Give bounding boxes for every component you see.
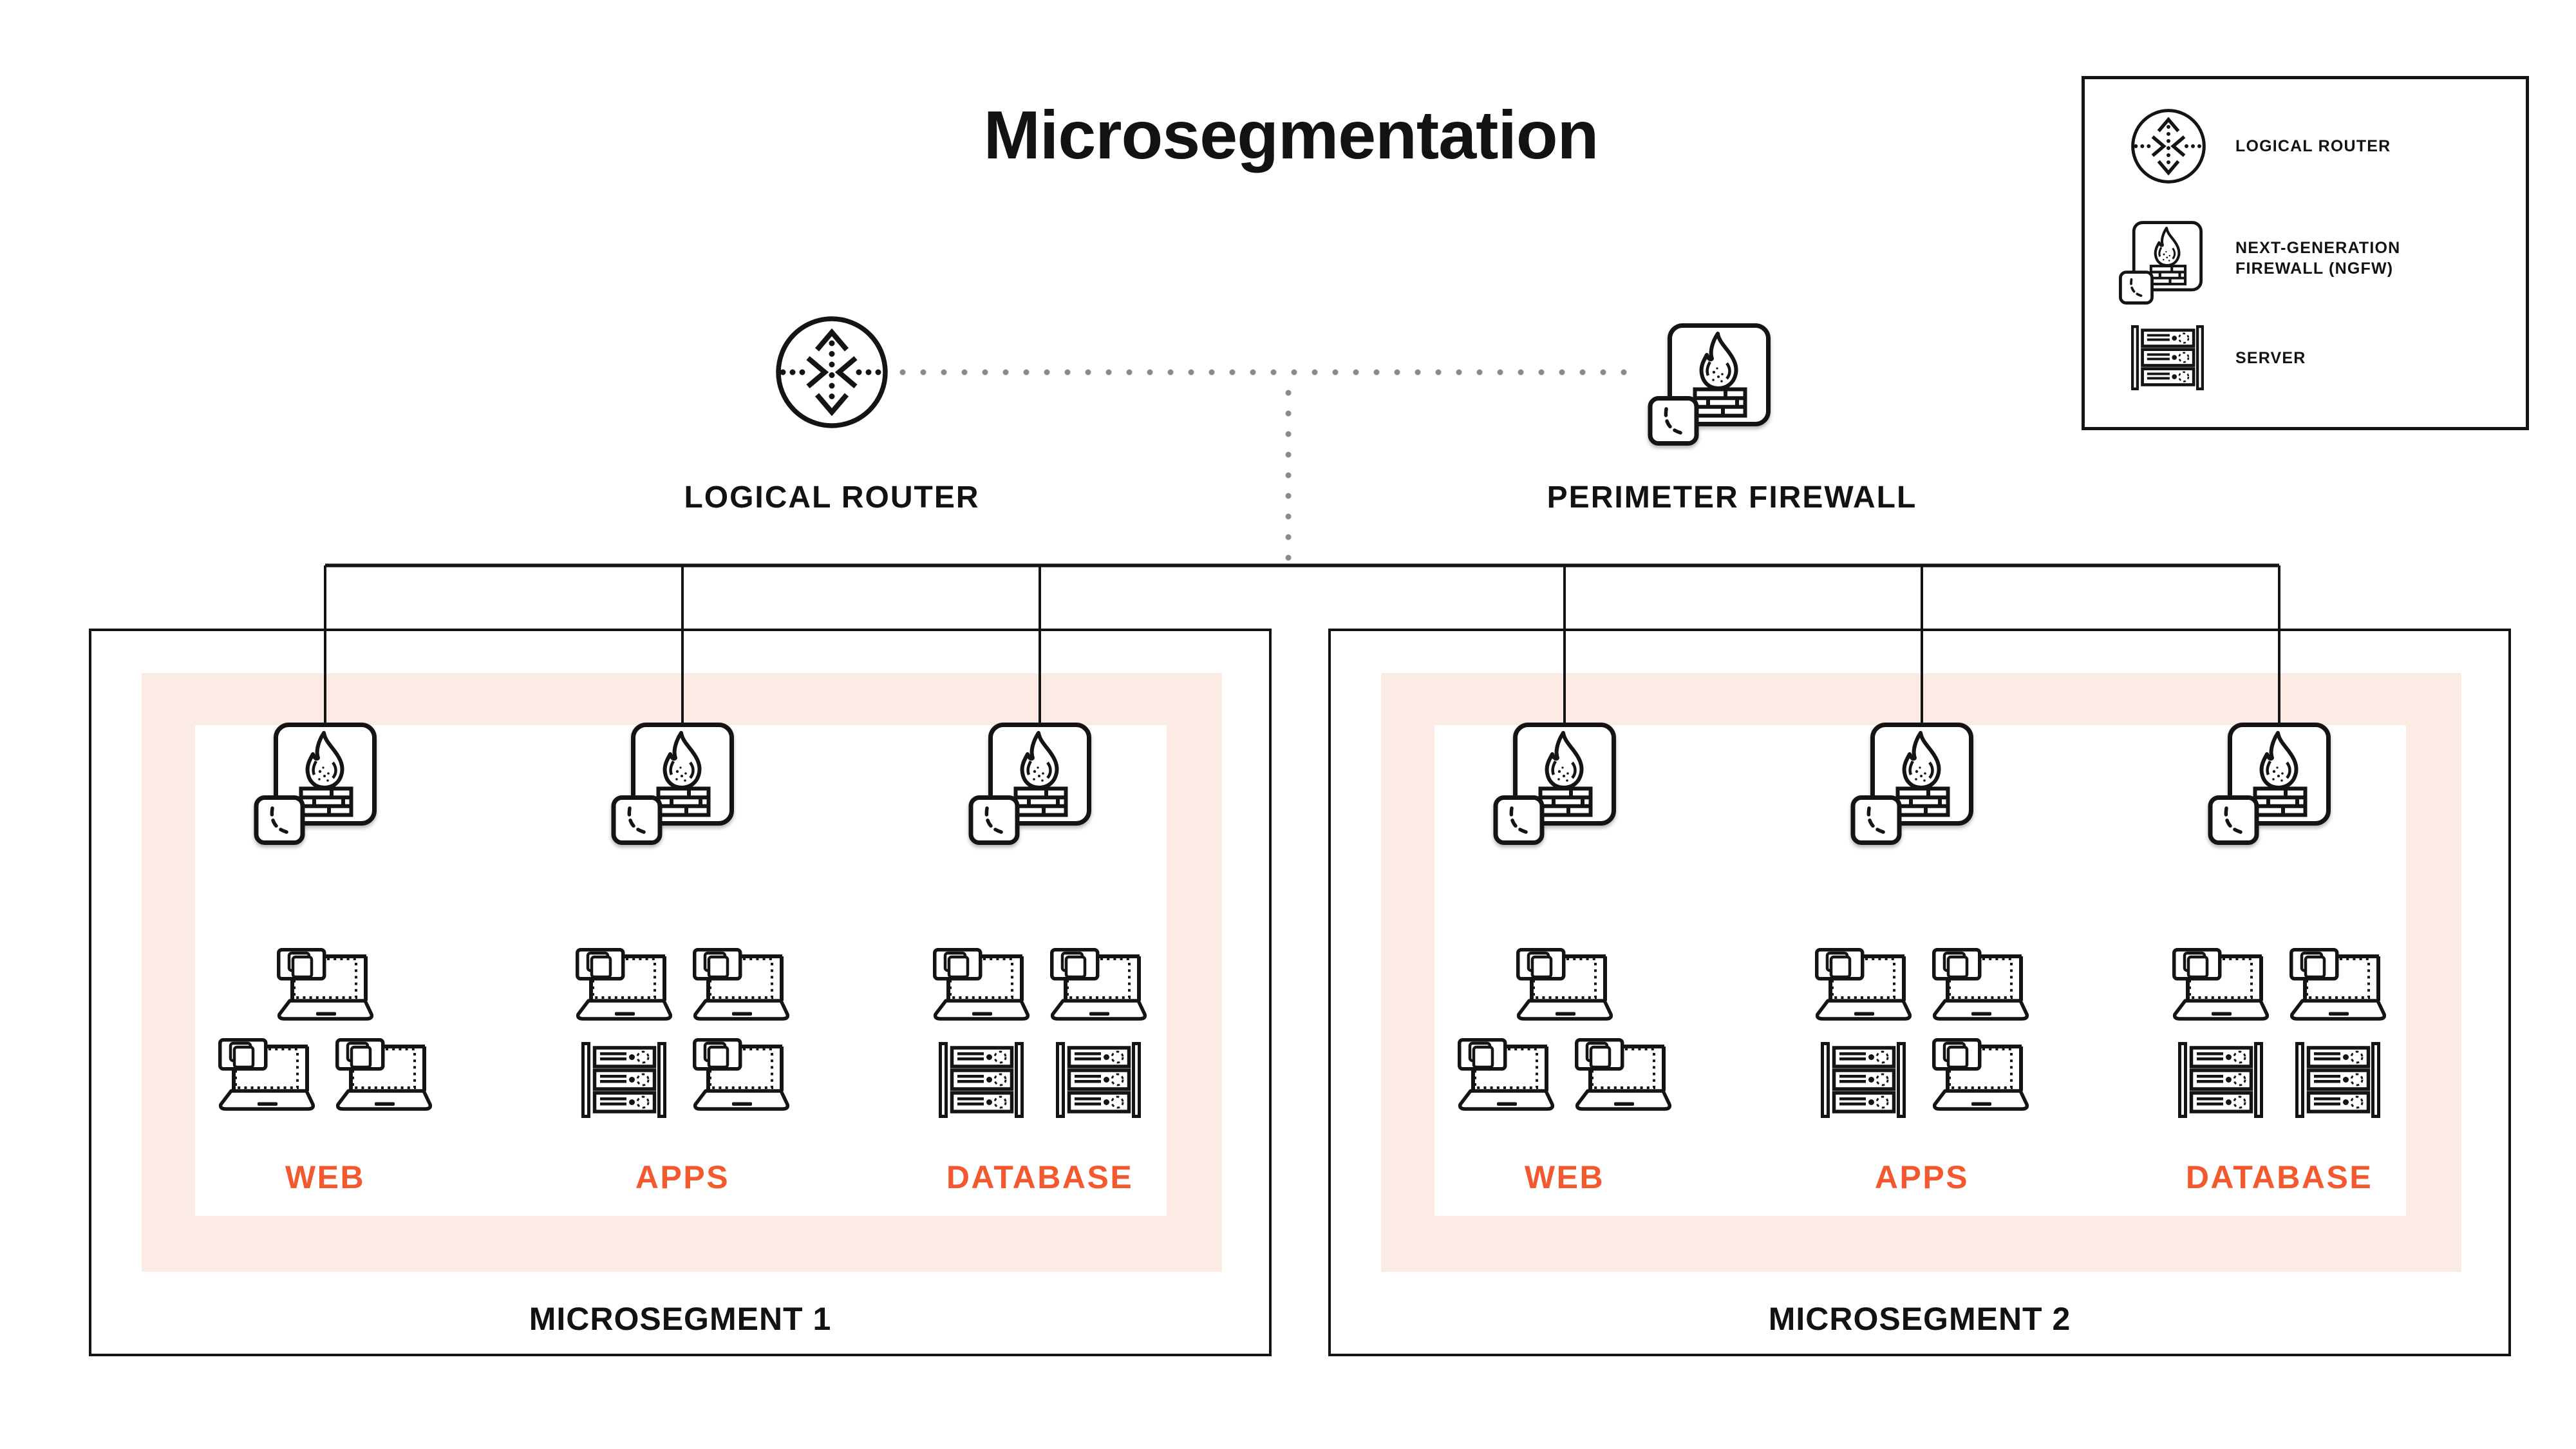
laptop-icon [693, 1038, 789, 1112]
laptop-icon [1575, 1038, 1671, 1112]
column-label-database: DATABASE [946, 1159, 1134, 1195]
logical-router-icon [774, 314, 890, 430]
server-icon [2178, 1042, 2263, 1118]
server-icon [2131, 325, 2204, 390]
legend-label-server: SERVER [2235, 349, 2306, 367]
ngfw-icon [2118, 221, 2203, 305]
legend-label-logical-router: LOGICAL ROUTER [2235, 137, 2391, 155]
laptop-icon [1932, 1038, 2029, 1112]
laptop-icon [1815, 948, 1912, 1022]
server-icon [1056, 1042, 1141, 1118]
microsegment-1-name: MICROSEGMENT 1 [529, 1301, 832, 1337]
server-icon [1821, 1042, 1906, 1118]
ngfw-icon [610, 723, 734, 845]
legend: LOGICAL ROUTER NEXT-GENERATION FIREWALL … [2082, 76, 2529, 430]
ngfw-icon [253, 723, 377, 845]
laptop-icon [1516, 948, 1613, 1022]
column-label-web: WEB [285, 1159, 366, 1195]
microsegment-2-name: MICROSEGMENT 2 [1768, 1301, 2071, 1337]
laptop-icon [1458, 1038, 1554, 1112]
ngfw-icon [1492, 723, 1616, 845]
legend-label-ngfw: NEXT-GENERATION FIREWALL (NGFW) [2235, 239, 2401, 278]
laptop-icon [335, 1038, 432, 1112]
server-icon [2295, 1042, 2380, 1118]
column-label-database: DATABASE [2185, 1159, 2373, 1195]
perimeter-firewall-ngfw-icon [1647, 323, 1771, 446]
laptop-icon [1050, 948, 1147, 1022]
column-label-apps: APPS [635, 1159, 730, 1195]
laptop-icon [1932, 948, 2029, 1022]
ngfw-icon [2207, 723, 2331, 845]
logical-router-label: LOGICAL ROUTER [684, 480, 980, 515]
ngfw-icon [968, 723, 1091, 845]
ngfw-icon [1850, 723, 1973, 845]
column-label-web: WEB [1524, 1159, 1605, 1195]
laptop-icon [218, 1038, 315, 1112]
column-label-apps: APPS [1874, 1159, 1970, 1195]
page-title: Microsegmentation [983, 97, 1599, 173]
server-icon [939, 1042, 1024, 1118]
laptop-icon [277, 948, 373, 1022]
laptop-icon [576, 948, 672, 1022]
laptop-icon [933, 948, 1029, 1022]
server-icon [581, 1042, 666, 1118]
laptop-icon [2172, 948, 2269, 1022]
perimeter-firewall-label: PERIMETER FIREWALL [1547, 480, 1917, 515]
logical-router-icon [2130, 108, 2207, 185]
laptop-icon [693, 948, 789, 1022]
laptop-icon [2289, 948, 2386, 1022]
